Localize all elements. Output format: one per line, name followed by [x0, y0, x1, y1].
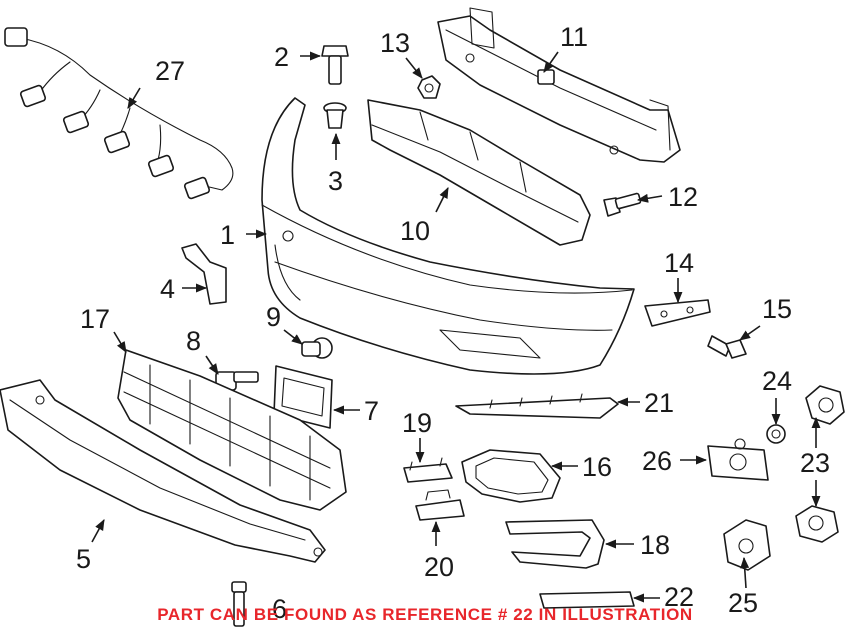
part-13-nut — [417, 75, 441, 99]
callout-17: 17 — [80, 304, 110, 334]
part-7-license-bracket — [273, 365, 333, 429]
part-4-bracket — [181, 243, 227, 305]
part-18-lower-trim — [505, 519, 605, 569]
part-1-bumper-cover — [261, 97, 635, 375]
callout-26: 26 — [642, 446, 672, 476]
callout-2: 2 — [274, 42, 289, 72]
part-14-reflector — [644, 299, 711, 327]
part-10-energy-absorber — [367, 99, 591, 246]
part-25-sensor-mount — [723, 519, 771, 571]
part-17-grille — [117, 349, 347, 511]
callout-21: 21 — [644, 388, 674, 418]
callout-numbers: 27 2 3 13 11 12 10 1 4 14 15 9 17 8 7 21… — [76, 22, 830, 624]
callout-13: 13 — [380, 28, 410, 58]
callout-1: 1 — [220, 220, 235, 250]
callout-14: 14 — [664, 248, 694, 278]
callout-19: 19 — [402, 408, 432, 438]
callout-22: 22 — [664, 582, 694, 612]
callout-12: 12 — [668, 182, 698, 212]
callout-15: 15 — [762, 294, 792, 324]
part-22-trim-strip — [539, 591, 635, 609]
callout-8: 8 — [186, 326, 201, 356]
callout-leaders — [91, 51, 821, 603]
part-15-bolt — [707, 335, 747, 359]
part-26-sensor-bracket — [707, 438, 769, 481]
callout-25: 25 — [728, 588, 758, 618]
callout-10: 10 — [400, 216, 430, 246]
reference-note: PART CAN BE FOUND AS REFERENCE # 22 IN I… — [157, 605, 693, 624]
part-3-clip — [323, 102, 347, 129]
part-24-clip — [766, 424, 786, 444]
part-2-bolt — [321, 45, 349, 85]
callout-18: 18 — [640, 530, 670, 560]
callout-24: 24 — [762, 366, 792, 396]
part-12-bolt — [603, 192, 642, 217]
part-5-lower-deflector — [0, 379, 326, 563]
part-23-park-sensor — [795, 385, 845, 543]
part-27-wiring-harness — [4, 27, 234, 200]
callout-27: 27 — [155, 56, 185, 86]
part-9-clip — [301, 337, 333, 359]
callout-6: 6 — [272, 594, 287, 624]
part-11-impact-bar — [437, 7, 681, 163]
callout-16: 16 — [582, 452, 612, 482]
part-19-bracket — [403, 457, 453, 483]
callout-7: 7 — [364, 396, 379, 426]
callout-3: 3 — [328, 166, 343, 196]
callout-4: 4 — [160, 274, 175, 304]
part-16-fog-trim — [461, 449, 561, 503]
callout-11: 11 — [560, 22, 588, 52]
part-6-bolt — [231, 581, 247, 627]
part-21-trim-strip — [455, 393, 619, 419]
part-20-bracket — [415, 489, 465, 521]
callout-5: 5 — [76, 544, 91, 574]
callout-20: 20 — [424, 552, 454, 582]
callout-9: 9 — [266, 302, 281, 332]
callout-23: 23 — [800, 448, 830, 478]
